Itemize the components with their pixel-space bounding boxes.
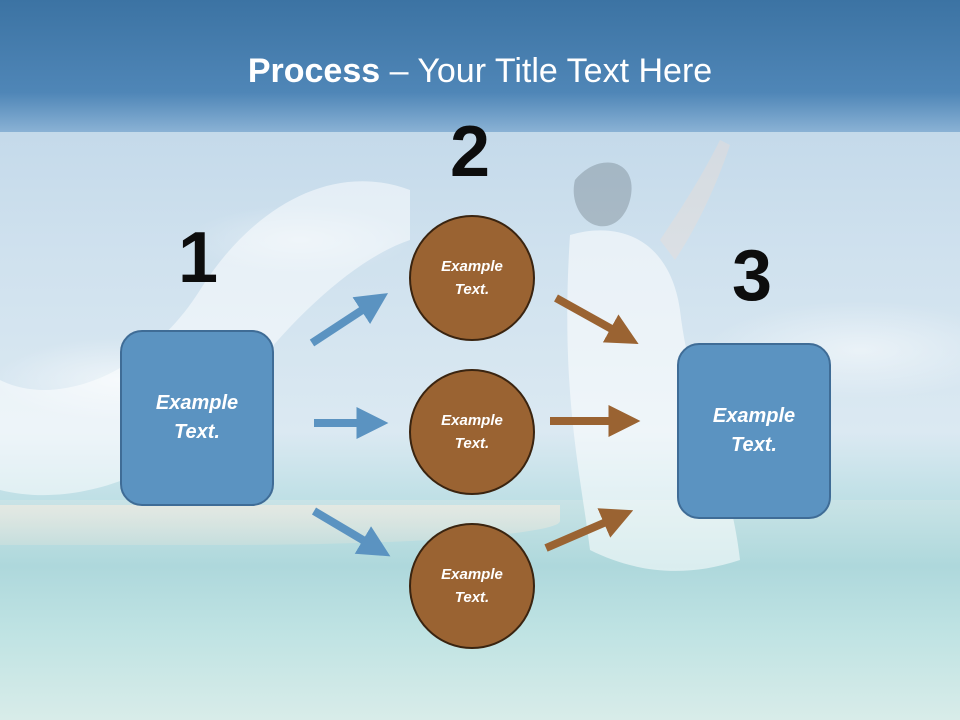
circle-3: Example Text. xyxy=(409,523,535,649)
start-box-text: Example Text. xyxy=(155,392,239,443)
slide-title-bold: Process xyxy=(247,52,381,90)
end-box-text: Example Text. xyxy=(712,405,796,456)
circle-2-text: Example Text. xyxy=(441,412,503,452)
step-number-3: 3 xyxy=(732,236,773,316)
circle-3-text: Example Text. xyxy=(441,566,503,606)
arrow-from-circle-3 xyxy=(544,508,634,552)
arrow-to-circle-1 xyxy=(309,293,389,347)
circle-1: Example Text. xyxy=(409,215,535,341)
step-number-1: 1 xyxy=(178,218,219,298)
arrow-to-circle-3 xyxy=(311,507,391,557)
end-box: Example Text. xyxy=(677,343,831,519)
circle-1-text: Example Text. xyxy=(441,258,503,298)
circle-2: Example Text. xyxy=(409,369,535,495)
slide-title: Process – Your Title Text Here xyxy=(0,52,960,91)
title-band xyxy=(0,0,960,132)
step-number-2: 2 xyxy=(450,112,491,192)
arrow-from-circle-1 xyxy=(554,294,639,345)
slide-title-rest: – Your Title Text Here xyxy=(380,52,713,90)
start-box: Example Text. xyxy=(120,330,274,506)
